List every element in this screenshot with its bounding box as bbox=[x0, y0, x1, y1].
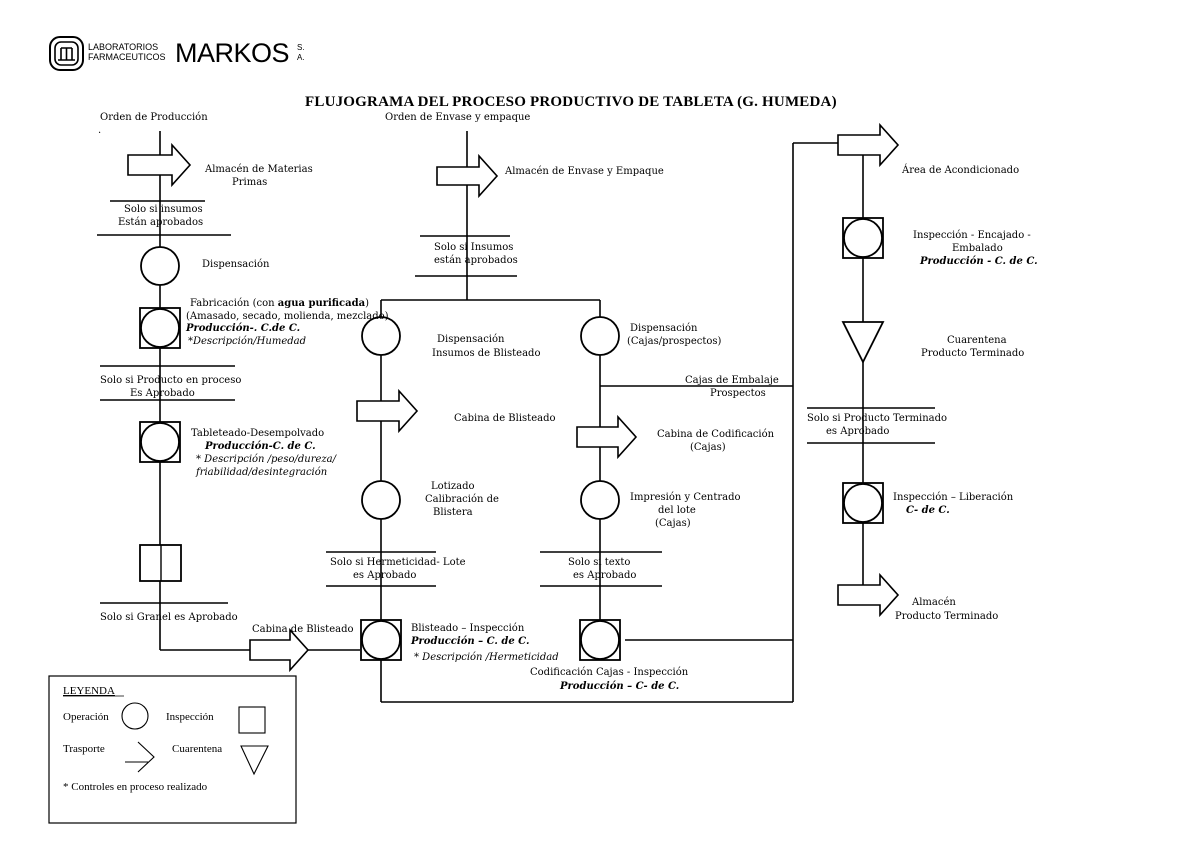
label-gate-hermeticidad-1: Solo si Hermeticidad- Lote bbox=[330, 557, 466, 568]
label-disp-cajas-1: Dispensación bbox=[630, 323, 698, 334]
label-gate1-1: Solo si insumos bbox=[124, 204, 203, 215]
label-almacen-materias-2: Primas bbox=[232, 177, 267, 188]
label-blisteado-1: Blisteado – Inspección bbox=[411, 623, 525, 634]
legend-title: LEYENDA bbox=[63, 685, 115, 697]
label-dispensacion: Dispensación bbox=[202, 259, 270, 270]
label-liberacion-2: C- de C. bbox=[906, 505, 950, 516]
quarantine-triangle bbox=[841, 321, 885, 365]
op-inspect-codificacion bbox=[579, 619, 621, 661]
label-impresion-2: del lote bbox=[658, 505, 696, 516]
label-cuarentena-1: Cuarentena bbox=[947, 335, 1007, 346]
legend: LEYENDA Operación Inspección Trasporte C… bbox=[48, 675, 297, 824]
label-fabricacion: Fabricación (con agua purificada) bbox=[190, 298, 369, 309]
label-area-acondicionado: Área de Acondicionado bbox=[901, 164, 1019, 176]
label-cabina-blisteado: Cabina de Blisteado bbox=[454, 413, 556, 424]
logo-line-2: FARMACEUTICOS bbox=[88, 52, 166, 62]
label-disp-insumos-1: Dispensación bbox=[437, 334, 505, 345]
legend-square-icon bbox=[238, 706, 266, 734]
op-impresion-lote bbox=[580, 480, 620, 520]
connector-lines bbox=[159, 131, 864, 703]
logo-brand: MARKOS bbox=[175, 38, 289, 68]
legend-arrow-icon bbox=[125, 741, 155, 773]
label-fabricacion-3: Producción-. C.de C. bbox=[185, 323, 300, 334]
label-tableteado-3: * Descripción /peso/dureza/ bbox=[196, 454, 338, 465]
op-dispensacion bbox=[140, 246, 180, 286]
label-gate-hermeticidad-2: es Aprobado bbox=[353, 570, 416, 581]
label-blisteado-3: * Descripción /Hermeticidad bbox=[414, 652, 559, 663]
label-lotizado-3: Blistera bbox=[433, 507, 473, 518]
label-lotizado-2: Calibración de bbox=[425, 494, 499, 505]
label-gate3: Solo si Granel es Aprobado bbox=[100, 612, 238, 623]
label-orden-produccion: Orden de Producción bbox=[100, 112, 208, 123]
label-prospectos: Prospectos bbox=[710, 388, 766, 399]
gate-bars bbox=[97, 200, 935, 604]
label-gate-terminado-2: es Aprobado bbox=[826, 426, 889, 437]
label-impresion-1: Impresión y Centrado bbox=[630, 492, 741, 503]
label-liberacion-1: Inspección – Liberación bbox=[893, 492, 1014, 503]
logo-s: S. bbox=[297, 43, 305, 52]
arrow-almacen-materias bbox=[127, 142, 192, 188]
op-dispensacion-cajas bbox=[580, 316, 620, 356]
logo-a: A. bbox=[297, 53, 305, 62]
legend-triangle-icon bbox=[240, 745, 269, 776]
label-almacen-terminado-2: Producto Terminado bbox=[895, 611, 998, 622]
label-orden-envase: Orden de Envase y empaque bbox=[385, 112, 530, 123]
op-inspect-fabricacion bbox=[139, 307, 181, 349]
label-insp-encajado-3: Producción - C. de C. bbox=[919, 256, 1038, 267]
diagram-title: FLUJOGRAMA DEL PROCESO PRODUCTIVO DE TAB… bbox=[305, 94, 837, 110]
label-codificacion-1: Codificación Cajas - Inspección bbox=[530, 667, 689, 678]
label-cuarentena-2: Producto Terminado bbox=[921, 348, 1024, 359]
label-almacen-materias-1: Almacén de Materias bbox=[204, 164, 313, 175]
label-impresion-3: (Cajas) bbox=[655, 518, 691, 529]
legend-operacion: Operación bbox=[63, 711, 109, 723]
legend-note: * Controles en proceso realizado bbox=[63, 781, 208, 793]
label-almacen-envase: Almacén de Envase y Empaque bbox=[504, 166, 664, 177]
op-inspect-blisteado bbox=[360, 619, 402, 661]
arrow-cabina-blisteado-granel bbox=[249, 627, 310, 673]
op-inspect-liberacion bbox=[842, 482, 884, 524]
label-insp-encajado-2: Embalado bbox=[952, 243, 1003, 254]
label-fabricacion-4: *Descripción/Humedad bbox=[188, 336, 306, 347]
legend-cuarentena: Cuarentena bbox=[172, 743, 222, 755]
label-cajas-embalaje: Cajas de Embalaje bbox=[685, 375, 779, 386]
legend-transporte: Trasporte bbox=[63, 743, 105, 755]
label-gate-texto-2: es Aprobado bbox=[573, 570, 636, 581]
label-lotizado-1: Lotizado bbox=[431, 481, 475, 492]
label-gate1-2: Están aprobados bbox=[118, 217, 203, 228]
label-blisteado-2: Producción – C. de C. bbox=[410, 636, 529, 647]
label-fabricacion-2: (Amasado, secado, molienda, mezclado) bbox=[186, 311, 389, 322]
label-cabina-codificacion-1: Cabina de Codificación bbox=[657, 429, 775, 440]
op-inspect-encajado bbox=[842, 217, 884, 259]
label-gate-texto-1: Solo si texto bbox=[568, 557, 630, 568]
legend-circle-icon bbox=[121, 702, 149, 730]
label-dot: . bbox=[98, 125, 101, 136]
label-tableteado-1: Tableteado-Desempolvado bbox=[191, 428, 324, 439]
label-disp-cajas-2: (Cajas/prospectos) bbox=[627, 336, 722, 347]
label-cabina-codificacion-2: (Cajas) bbox=[690, 442, 726, 453]
label-tableteado-2: Producción-C. de C. bbox=[204, 441, 316, 452]
arrow-cabina-codificacion bbox=[576, 414, 638, 460]
label-gate-terminado-1: Solo si Producto Terminado bbox=[807, 413, 947, 424]
label-gate-insumos-2: están aprobados bbox=[434, 255, 518, 266]
label-gate2-1: Solo si Producto en proceso bbox=[100, 375, 241, 386]
label-insp-encajado-1: Inspección - Encajado - bbox=[913, 230, 1031, 241]
arrow-area-acondicionado bbox=[837, 122, 900, 168]
label-disp-insumos-2: Insumos de Blisteado bbox=[432, 348, 540, 359]
label-gate-insumos-1: Solo si Insumos bbox=[434, 242, 513, 253]
label-tableteado-4: friabilidad/desintegración bbox=[195, 467, 327, 478]
op-inspect-tableteado bbox=[139, 421, 181, 463]
label-almacen-terminado-1: Almacén bbox=[911, 597, 956, 608]
label-codificacion-2: Producción – C- de C. bbox=[559, 681, 679, 692]
op-lotizado bbox=[361, 480, 401, 520]
arrow-almacen-envase bbox=[436, 153, 499, 199]
arrow-almacen-terminado bbox=[837, 572, 900, 618]
company-logo: LABORATORIOS FARMACEUTICOS MARKOS S. A. bbox=[49, 36, 305, 71]
label-cabina-blisteado-granel: Cabina de Blisteado bbox=[252, 624, 354, 635]
legend-inspeccion: Inspección bbox=[166, 711, 214, 723]
op-dispensacion-insumos-blisteado bbox=[361, 316, 401, 356]
label-gate2-2: Es Aprobado bbox=[130, 388, 195, 399]
arrow-cabina-blisteado bbox=[356, 388, 419, 434]
logo-line-1: LABORATORIOS bbox=[88, 42, 158, 52]
